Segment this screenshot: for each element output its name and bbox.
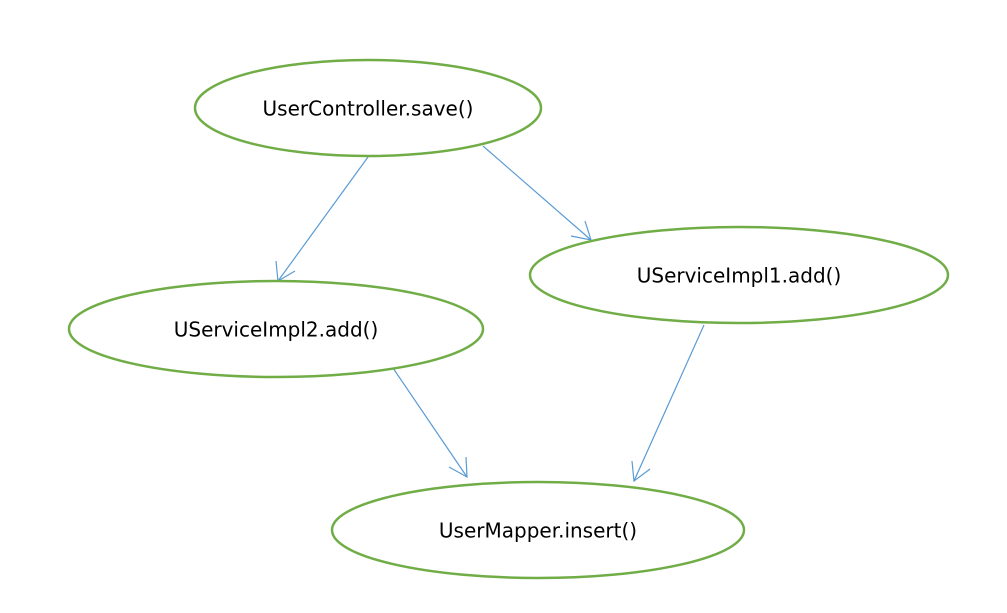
node-label-mapper: UserMapper.insert(): [439, 519, 637, 543]
edge-controller-to-impl1: [482, 145, 592, 241]
node-label-controller: UserController.save(): [263, 97, 474, 121]
edge-impl2-to-mapper: [392, 367, 468, 479]
edge-controller-to-impl2: [275, 156, 369, 282]
node-controller: UserController.save(): [193, 58, 543, 158]
edges: [275, 145, 705, 483]
node-label-impl2: UServiceImpl2.add(): [174, 318, 379, 342]
node-label-impl1: UServiceImpl1.add(): [637, 264, 842, 288]
node-impl2: UServiceImpl2.add(): [67, 279, 485, 379]
node-mapper: UserMapper.insert(): [330, 480, 746, 580]
node-impl1: UServiceImpl1.add(): [528, 225, 950, 325]
edge-impl1-to-mapper: [631, 324, 705, 483]
